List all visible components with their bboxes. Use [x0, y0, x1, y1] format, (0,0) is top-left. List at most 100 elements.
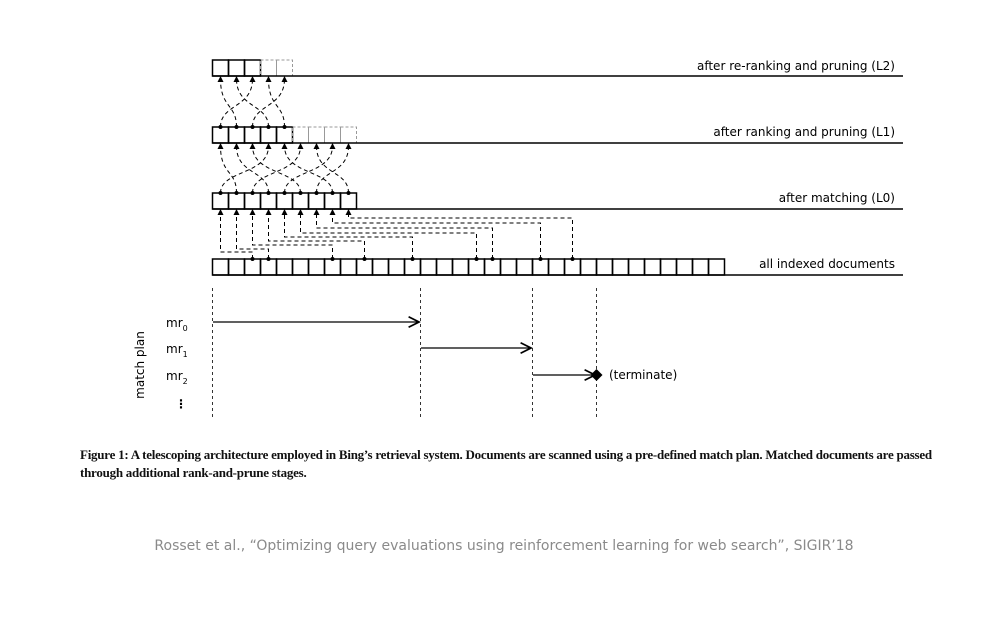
connector-dot: [474, 257, 479, 261]
stage-label-l2: after re-ranking and pruning (L2): [697, 59, 895, 73]
connector-dot: [330, 191, 335, 195]
connector-dot: [250, 125, 255, 129]
l0-doc: [291, 192, 310, 210]
connector-dot: [234, 191, 239, 195]
rerank-link: [265, 76, 285, 128]
rerank-link: [233, 76, 269, 128]
all-doc: [291, 258, 310, 276]
connector-dot: [410, 257, 415, 261]
all-doc: [211, 258, 230, 276]
all-doc: [307, 258, 326, 276]
connector-dot: [570, 257, 575, 261]
all-doc: [259, 258, 278, 276]
l1-pruned-doc: [308, 126, 325, 144]
all-doc: [227, 258, 246, 276]
all-doc: [515, 258, 534, 276]
l0-doc: [259, 192, 278, 210]
connector-dot: [218, 191, 223, 195]
connector-dot: [266, 191, 271, 195]
connector-dot: [282, 191, 287, 195]
connector-dot: [234, 125, 239, 129]
connector-dot: [250, 191, 255, 195]
match-link: [217, 209, 253, 259]
all-doc: [243, 258, 262, 276]
telescoping-architecture-diagram: after re-ranking and pruning (L2) after …: [133, 59, 903, 420]
l0-doc: [211, 192, 230, 210]
match-plan-axis-label: match plan: [133, 331, 147, 399]
all-doc: [387, 258, 406, 276]
rank-link: [284, 143, 336, 194]
l1-doc: [243, 126, 262, 144]
connector-dot: [330, 257, 335, 261]
connector-dot: [298, 191, 303, 195]
connector-dot: [266, 125, 271, 129]
all-doc: [675, 258, 694, 276]
stage-label-l0: after matching (L0): [779, 191, 895, 205]
all-doc: [531, 258, 550, 276]
rule-label-2: mr2: [166, 369, 188, 386]
match-plan: match plan mr0 mr1 mr2 ⋮ (terminate): [133, 288, 677, 420]
all-doc: [451, 258, 470, 276]
connector-dot: [266, 257, 271, 261]
rerank-link: [252, 76, 288, 128]
l1-pruned-doc: [340, 126, 357, 144]
l0-doc: [339, 192, 358, 210]
connector-dot: [490, 257, 495, 261]
l1-pruned-doc: [292, 126, 309, 144]
rank-link: [217, 143, 237, 194]
all-doc: [563, 258, 582, 276]
l2-pruned-doc: [260, 59, 277, 77]
l1-pruned-doc: [324, 126, 341, 144]
all-doc: [627, 258, 646, 276]
rank-link: [316, 143, 352, 194]
l0-doc: [275, 192, 294, 210]
l1-doc: [211, 126, 230, 144]
l0-doc: [243, 192, 262, 210]
all-doc: [419, 258, 438, 276]
all-doc: [403, 258, 422, 276]
all-doc: [595, 258, 614, 276]
connector-dot: [250, 257, 255, 261]
rank-link: [249, 143, 301, 194]
terminate-label: (terminate): [609, 368, 677, 382]
rank-link: [313, 143, 349, 194]
match-link: [345, 209, 573, 259]
rank-link: [252, 143, 304, 194]
l2-doc: [227, 59, 246, 77]
l0-doc: [307, 192, 326, 210]
stage-label-all: all indexed documents: [759, 257, 895, 271]
plan-dividers: [212, 288, 597, 420]
all-doc: [323, 258, 342, 276]
l0-doc: [227, 192, 246, 210]
rule-label-1: mr1: [166, 342, 188, 359]
l1-doc: [227, 126, 246, 144]
all-doc: [707, 258, 726, 276]
connector-dot: [218, 125, 223, 129]
citation: Rosset et al., “Optimizing query evaluat…: [154, 538, 854, 554]
match-link: [281, 209, 413, 259]
match-link: [297, 209, 477, 259]
all-doc: [339, 258, 358, 276]
all-doc: [547, 258, 566, 276]
connector-dot: [538, 257, 543, 261]
ellipsis: ⋮: [175, 397, 187, 411]
match-link: [249, 209, 333, 259]
rank-link: [233, 143, 269, 194]
connector-dot: [282, 125, 287, 129]
match-link: [265, 209, 365, 259]
rerank-link: [220, 76, 256, 128]
l1-doc: [259, 126, 278, 144]
connector-dot: [362, 257, 367, 261]
all-doc: [659, 258, 678, 276]
all-doc: [355, 258, 374, 276]
all-doc: [467, 258, 486, 276]
figure-caption: Figure 1: A telescoping architecture emp…: [80, 447, 932, 480]
all-doc: [483, 258, 502, 276]
l1-doc: [275, 126, 294, 144]
connector-dot: [346, 191, 351, 195]
rerank-link: [217, 76, 237, 128]
match-link: [313, 209, 493, 259]
all-doc: [435, 258, 454, 276]
rule-label-0: mr0: [166, 316, 188, 333]
match-link: [329, 209, 541, 259]
